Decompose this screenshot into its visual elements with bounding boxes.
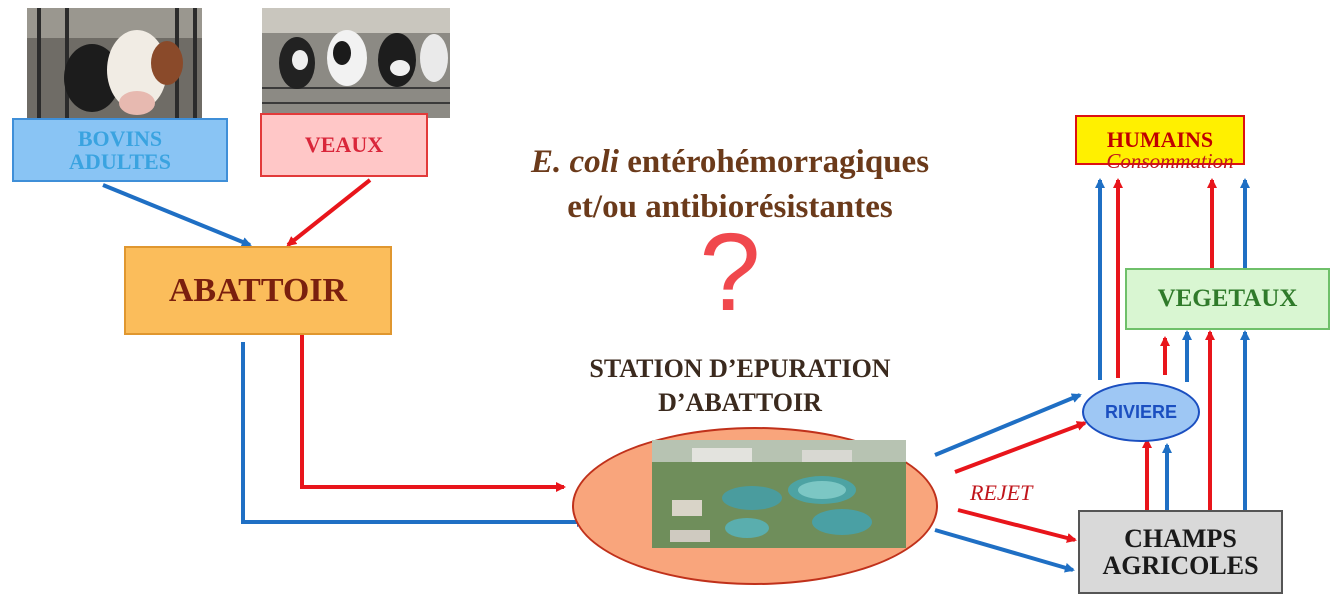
humains-box: HUMAINS xyxy=(1075,115,1245,165)
calves-photo xyxy=(262,8,450,118)
arrow-station-riviere-blue xyxy=(934,393,1082,457)
champs-agricoles-label: CHAMPS AGRICOLES xyxy=(1102,523,1259,580)
treatment-plant-photo-icon xyxy=(652,440,906,548)
champs-agricoles-box: CHAMPS AGRICOLES xyxy=(1078,510,1283,594)
arrow-veaux-abattoir xyxy=(286,178,372,247)
abattoir-label: ABATTOIR xyxy=(168,271,348,309)
arrow-bovins-abattoir xyxy=(102,183,252,247)
question-mark: ? xyxy=(699,211,761,334)
calves-photo-icon xyxy=(262,8,450,118)
vegetaux-box: VEGETAUX xyxy=(1125,268,1330,330)
arrow-abattoir-station-blue xyxy=(241,342,587,527)
riviere-ellipse: RIVIERE xyxy=(1082,382,1200,442)
title-line1-rest: entérohémorragiques xyxy=(618,144,930,180)
consommation-label: Consommation xyxy=(1106,149,1234,173)
abattoir-box: ABATTOIR xyxy=(124,246,392,335)
rejet-label: REJET xyxy=(970,480,1033,505)
veaux-label: VEAUX xyxy=(304,132,384,158)
arrow-station-champs-red xyxy=(957,508,1077,543)
cows-photo xyxy=(27,8,202,118)
station-label: STATION D’EPURATION D’ABATTOIR xyxy=(589,354,891,417)
title-line-1: E. coli entérohémorragiques xyxy=(470,140,990,185)
bovins-adultes-label: BOVINS ADULTES xyxy=(69,125,171,174)
cows-photo-icon xyxy=(27,8,202,118)
bovins-adultes-box: BOVINS ADULTES xyxy=(12,118,228,182)
veaux-box: VEAUX xyxy=(260,113,428,177)
riviere-label: RIVIERE xyxy=(1104,401,1178,422)
title-line-2: et/ou antibiorésistantes xyxy=(567,188,893,225)
arrow-abattoir-station-red xyxy=(300,335,566,492)
diagram-title: E. coli entérohémorragiques et/ou antibi… xyxy=(470,140,990,229)
arrow-station-champs-blue xyxy=(934,528,1075,573)
humains-label: HUMAINS xyxy=(1106,127,1214,153)
vegetaux-label: VEGETAUX xyxy=(1157,284,1298,312)
treatment-plant-photo xyxy=(652,440,906,548)
arrow-station-riviere-red xyxy=(954,421,1087,474)
title-ecoli: E. coli xyxy=(530,144,619,180)
